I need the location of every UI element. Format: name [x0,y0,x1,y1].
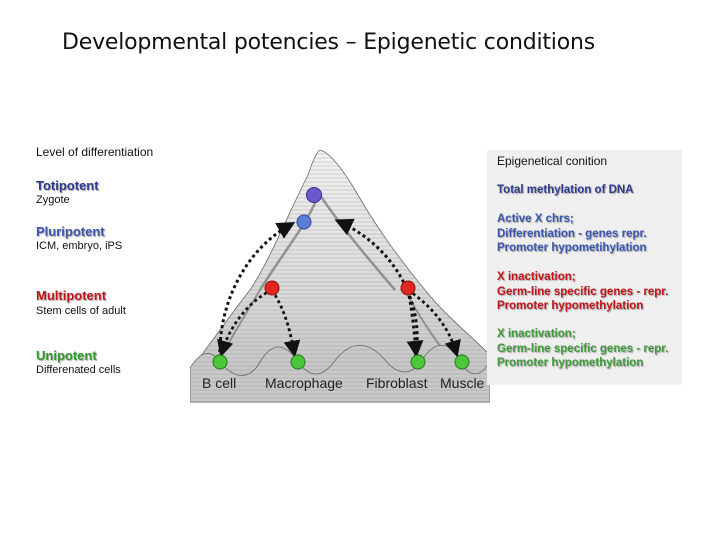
page-title: Developmental potencies – Epigenetic con… [62,30,595,55]
cell-label-muscle: Muscle [440,375,485,391]
condition-line: Active X chrs; [497,213,574,225]
dotted-arrow-right-branch-2 [407,288,461,358]
level-pluripotent-desc: ICM, embryo, iPS [36,240,123,252]
node-unipotent-bcell [212,354,228,370]
level-pluripotent: Pluripotent [36,224,105,239]
valley-groove-1 [258,194,320,291]
condition-line: Total methylation of DNA [497,184,634,196]
dotted-arrow-left-branch-2 [270,289,301,358]
condition-totipotent: Total methylation of DNA [497,183,682,198]
condition-line: Promoter hypomethylation [497,300,644,312]
condition-unipotent: X inactivation; Germ-line specific genes… [497,327,682,371]
node-unipotent-muscle [454,354,470,370]
cell-label-macrophage: Macrophage [265,375,343,391]
node-unipotent-fibroblast [410,354,426,370]
node-pluripotent [296,214,312,230]
level-totipotent-desc: Zygote [36,194,70,206]
epigenetic-condition-panel: Epigenetical conition Total methylation … [487,150,682,385]
valley-groove-2 [318,194,396,291]
condition-line: X inactivation; [497,271,576,283]
epigenetic-landscape: B cell Macrophage Fibroblast Muscle [190,149,490,403]
level-unipotent: Unipotent [36,348,97,363]
dotted-arrow-left-branch [217,288,273,358]
condition-pluripotent: Active X chrs; Differentiation - genes r… [497,212,682,256]
condition-line: Germ-line specific genes - repr. [497,285,669,298]
level-totipotent: Totipotent [36,178,99,193]
level-unipotent-desc: Differenated cells [36,364,121,376]
condition-line: Differentiation - genes repr. [497,227,647,240]
condition-line: Promoter hypomethylation [497,357,644,369]
condition-line: X inactivation; [497,328,576,340]
condition-line: Promoter hypometihylation [497,242,647,254]
node-unipotent-macrophage [290,354,306,370]
level-multipotent: Multipotent [36,288,107,303]
dotted-arrow-right-branch [406,289,424,358]
cell-label-fibroblast: Fibroblast [366,375,428,391]
node-totipotent [306,187,322,203]
differentiation-level-header: Level of differentiation [36,145,154,159]
level-multipotent-desc: Stem cells of adult [36,305,126,317]
condition-multipotent: X inactivation; Germ-line specific genes… [497,270,682,314]
dotted-arrow-reprogram-right [334,218,419,359]
node-multipotent-left [264,280,280,296]
condition-line: Germ-line specific genes - repr. [497,342,669,355]
cell-label-bcell: B cell [202,375,236,391]
node-multipotent-right [400,280,416,296]
epigenetic-condition-header: Epigenetical conition [497,154,608,168]
